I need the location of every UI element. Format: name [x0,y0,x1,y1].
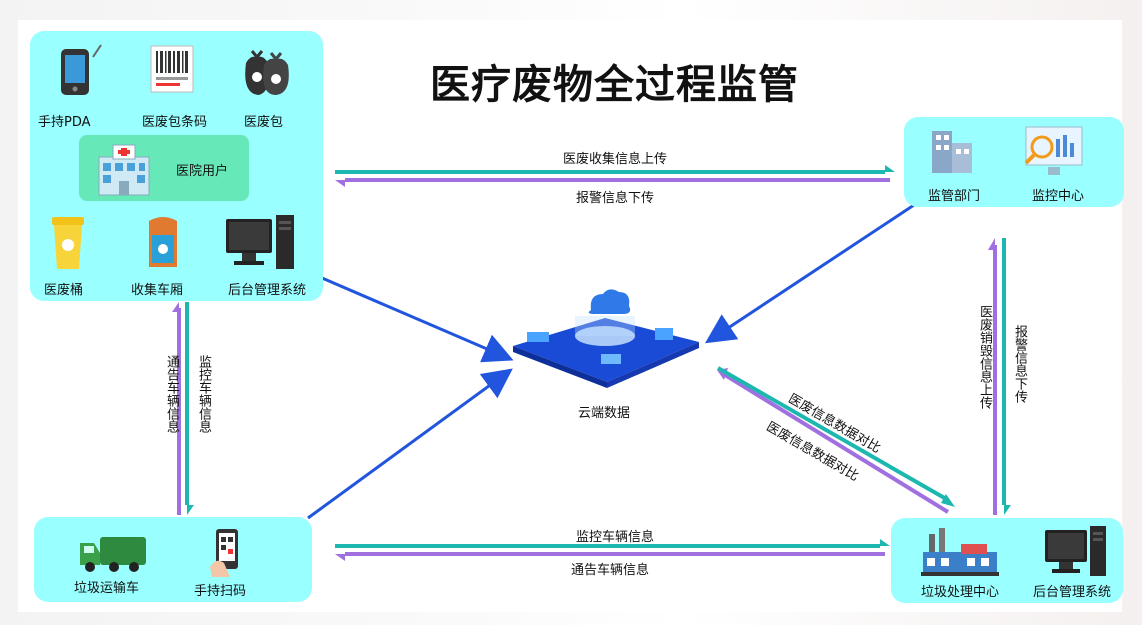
top-purple-arrow [335,178,890,187]
hospital-user-label: 医院用户 [176,164,229,179]
flow-right-alarm: 报警信息下传 [1012,325,1027,403]
flow-top-upload: 医废收集信息上传 [563,152,668,167]
scan-label: 手持扫码 [194,584,247,599]
flow-bottom-notice: 通告车辆信息 [571,563,650,578]
right-teal-arrow [1002,238,1011,515]
barcode-icon [150,45,194,93]
plant-panel: 垃圾处理中心 后台管理系统 [891,518,1123,603]
flow-right-destroy: 医废销毁信息上传 [977,305,992,409]
scan-icon [210,529,238,577]
left-teal-arrow [185,302,194,515]
cloud-data-icon [513,289,699,388]
hospital-panel: 手持PDA 医废包条码 医废包 医院用户 医废桶 [30,31,323,301]
plant-computer-icon [1045,526,1106,576]
computer-icon [226,215,294,269]
truck-label: 垃圾运输车 [74,581,140,596]
top-teal-arrow [335,165,895,174]
bag-icon [245,50,289,95]
right-purple-arrow [988,238,997,515]
flow-left-notice: 通告车辆信息 [164,355,179,433]
factory-icon [921,528,999,576]
flow-bottom-monitor: 监控车辆信息 [576,530,655,545]
regulator-dept-label: 监管部门 [928,189,981,204]
page-title: 医疗废物全过程监管 [430,62,799,108]
cloud-label: 云端数据 [578,406,631,421]
hospital-user-box: 医院用户 [79,135,249,201]
bottom-teal-arrow [335,539,890,548]
hospital-backend-label: 后台管理系统 [228,283,307,298]
barcode-label: 医废包条码 [142,115,208,130]
building-icon [932,131,972,173]
bin-icon [52,217,84,269]
hospital-icon [98,144,150,196]
left-purple-arrow [172,302,181,515]
blue-arrow-hospital [321,276,514,363]
regulator-panel: 监管部门 监控中心 [904,117,1124,207]
bin-label: 医废桶 [44,283,84,298]
blue-arrow-transport [307,368,513,520]
pda-label: 手持PDA [38,115,91,130]
carriage-label: 收集车厢 [131,283,184,298]
bag-label: 医废包 [244,115,284,130]
flow-left-monitor: 监控车辆信息 [196,355,211,433]
flow-top-alarm: 报警信息下传 [576,191,655,206]
transport-panel: 垃圾运输车 手持扫码 [34,517,312,602]
plant-backend-label: 后台管理系统 [1033,585,1112,600]
pda-icon [61,44,102,95]
truck-icon [80,537,146,572]
carriage-icon [149,217,177,267]
monitor-icon [1024,126,1083,175]
blue-arrow-regulator [704,203,915,344]
diag-teal-arrow [717,366,955,507]
regulator-center-label: 监控中心 [1032,189,1085,204]
bottom-purple-arrow [335,552,885,561]
plant-center-label: 垃圾处理中心 [921,585,1000,600]
